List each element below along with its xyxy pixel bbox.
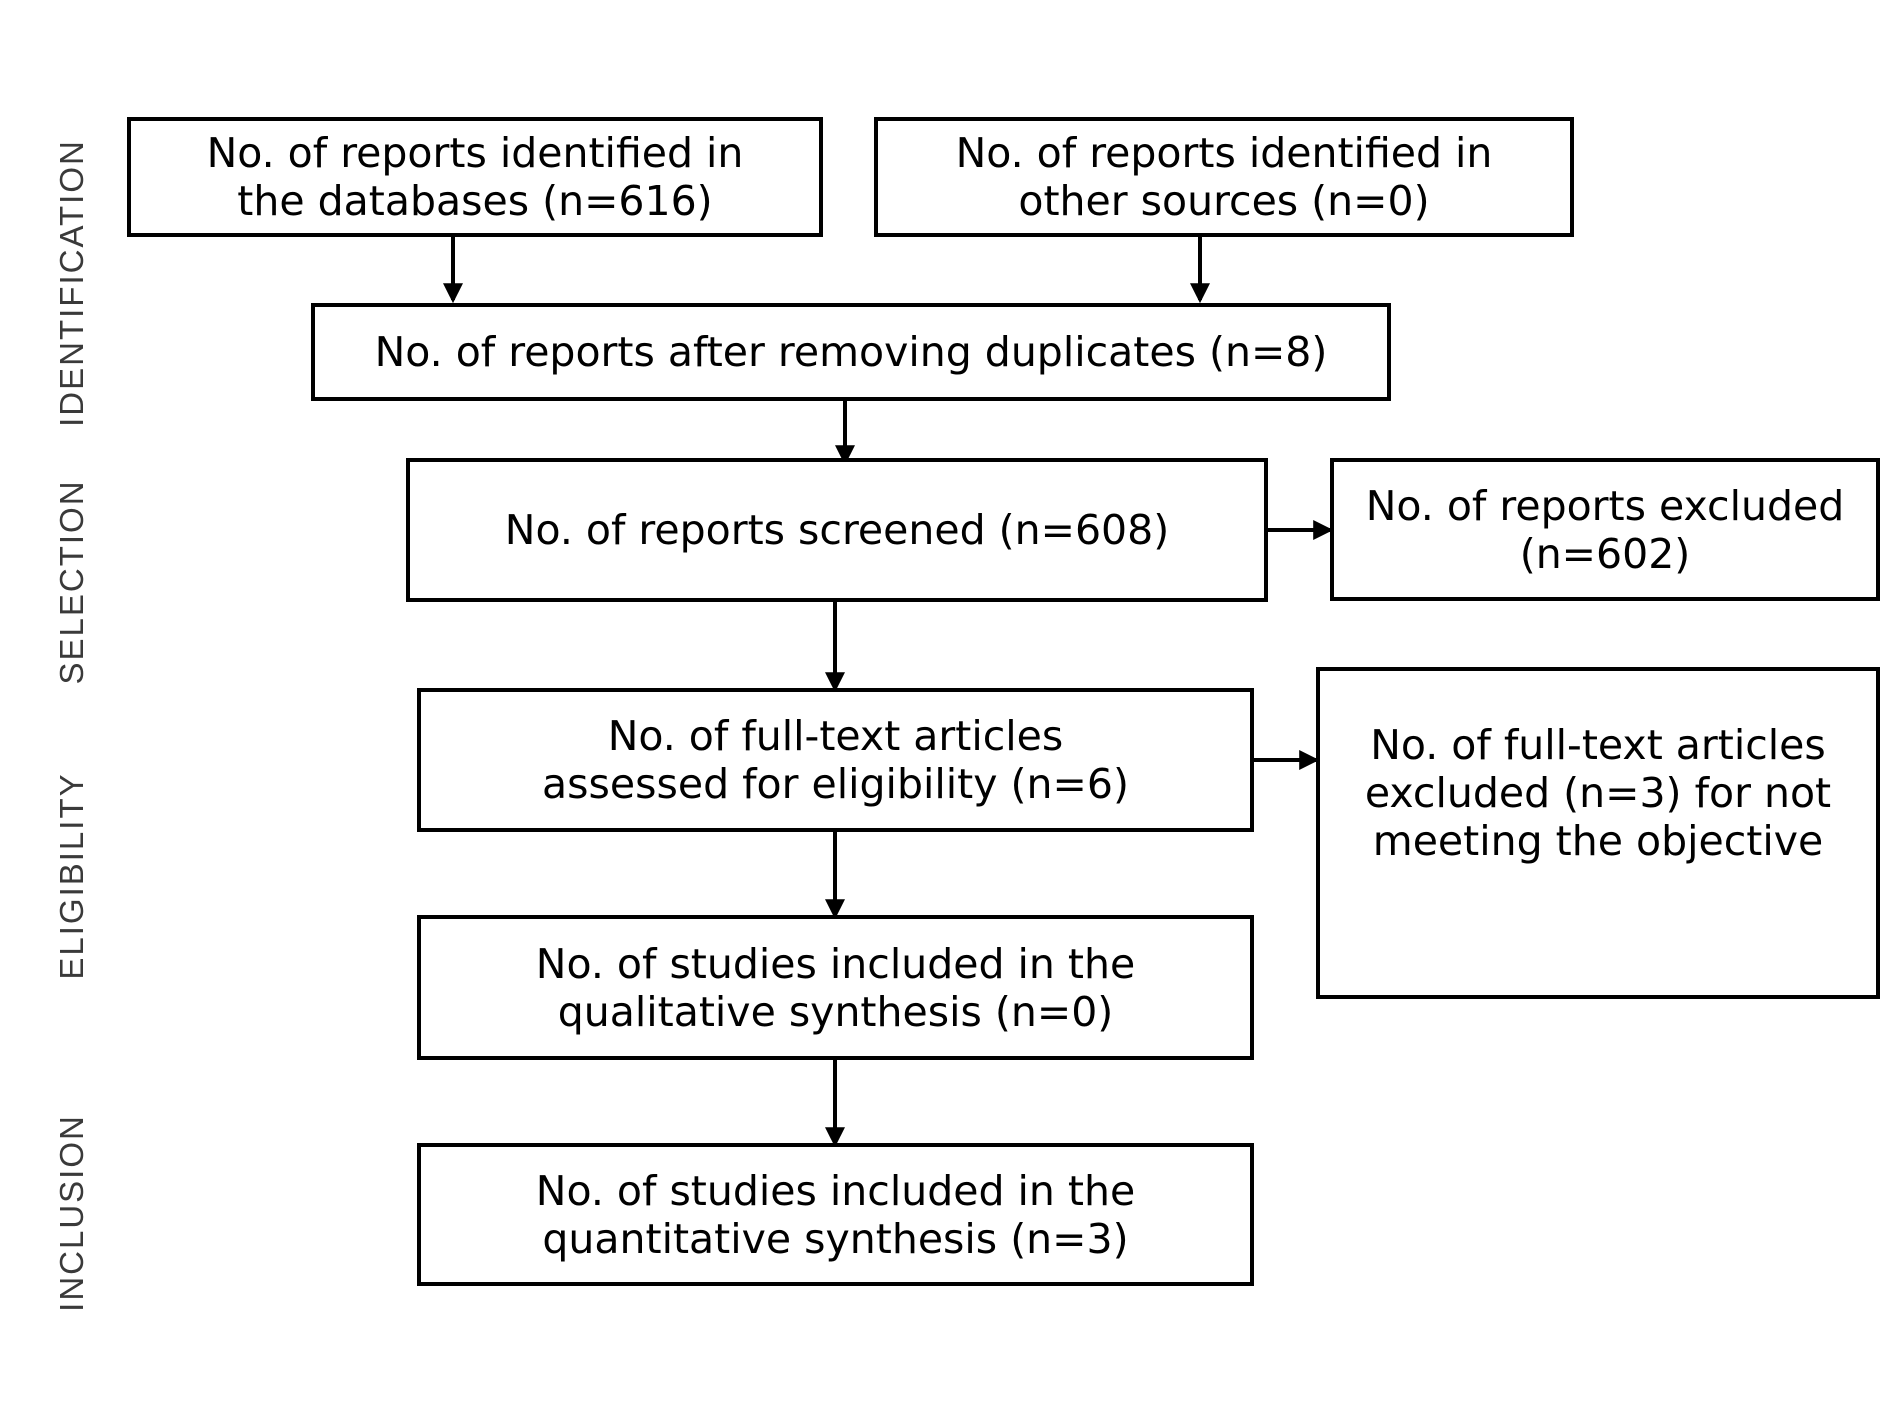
box-text-line: No. of reports after removing duplicates… xyxy=(374,328,1328,376)
box-text-line: excluded (n=3) for not xyxy=(1364,769,1832,817)
box-text-line: No. of full-text articles xyxy=(607,712,1064,760)
box-text-line: No. of reports screened (n=608) xyxy=(504,506,1170,554)
box-text-line: No. of full-text articles xyxy=(1370,721,1826,769)
box-reports-other-sources: No. of reports identified in other sourc… xyxy=(874,117,1574,237)
box-text-line: the databases (n=616) xyxy=(237,177,713,225)
box-text-line: meeting the objective xyxy=(1372,817,1824,865)
box-text-line: (n=602) xyxy=(1519,529,1691,578)
box-quantitative-synthesis: No. of studies included in the quantitat… xyxy=(417,1143,1254,1286)
box-text-line: No. of studies included in the xyxy=(535,939,1136,988)
box-text-line: No. of reports identified in xyxy=(206,129,744,177)
box-after-duplicates: No. of reports after removing duplicates… xyxy=(311,303,1391,401)
box-qualitative-synthesis: No. of studies included in the qualitati… xyxy=(417,915,1254,1060)
box-fulltext-assessed: No. of full-text articles assessed for e… xyxy=(417,688,1254,832)
box-reports-excluded: No. of reports excluded (n=602) xyxy=(1330,458,1880,601)
box-text-line: No. of reports identified in xyxy=(955,129,1493,177)
box-reports-databases: No. of reports identified in the databas… xyxy=(127,117,823,237)
box-text-line: qualitative synthesis (n=0) xyxy=(557,987,1114,1036)
box-text-line: No. of reports excluded xyxy=(1365,481,1845,530)
box-text-line: No. of studies included in the xyxy=(535,1166,1136,1215)
box-fulltext-excluded: No. of full-text articles excluded (n=3)… xyxy=(1316,667,1880,999)
box-text-line: other sources (n=0) xyxy=(1018,177,1430,225)
box-reports-screened: No. of reports screened (n=608) xyxy=(406,458,1268,602)
box-text-line: assessed for eligibility (n=6) xyxy=(542,760,1129,808)
box-text-line: quantitative synthesis (n=3) xyxy=(542,1214,1129,1263)
